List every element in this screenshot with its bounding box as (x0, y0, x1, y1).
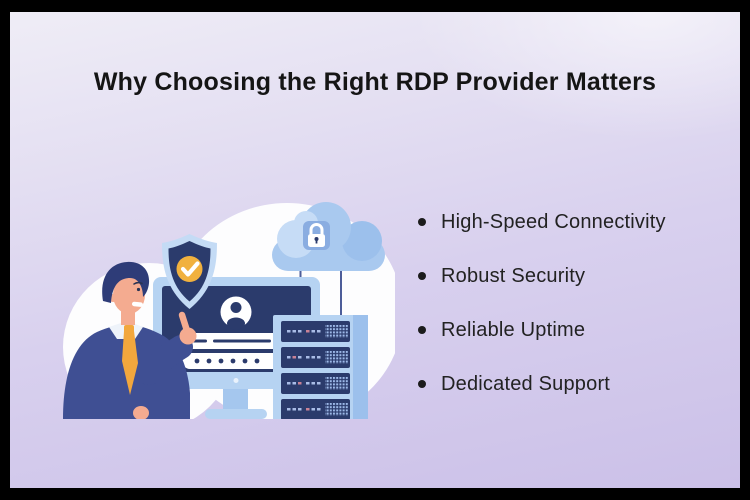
list-item: Dedicated Support (415, 357, 666, 411)
padlock-icon (308, 223, 325, 247)
eyebrow (133, 281, 143, 285)
cloud-lock-icon (272, 202, 385, 271)
monitor-base (205, 409, 267, 419)
benefit-label: Reliable Uptime (441, 318, 586, 341)
monitor-stand (223, 389, 248, 411)
password-field (182, 353, 290, 369)
bullet-dot (418, 380, 426, 388)
list-item: High-Speed Connectivity (415, 195, 666, 249)
hair (102, 261, 150, 303)
benefit-label: Robust Security (441, 264, 586, 287)
rdp-illustration (45, 165, 403, 431)
server-unit (281, 321, 350, 342)
monitor-chin-dot (233, 378, 239, 383)
check-icon (180, 261, 200, 277)
shield-check-icon (162, 234, 217, 309)
pointing-arm (137, 311, 197, 385)
username-field (182, 333, 290, 349)
user-avatar-icon (220, 296, 252, 330)
eye (136, 287, 141, 292)
left-hand (133, 406, 149, 420)
benefit-label: High-Speed Connectivity (441, 210, 666, 233)
server-unit (281, 399, 350, 420)
index-finger (178, 311, 193, 341)
benefits-list: High-Speed Connectivity Robust Security … (415, 195, 666, 411)
illustration-svg (63, 202, 403, 431)
necktie (122, 325, 138, 395)
list-item: Reliable Uptime (415, 303, 666, 357)
head (102, 261, 150, 314)
bullet-dot (418, 218, 426, 226)
bullet-dot (418, 272, 426, 280)
list-item: Robust Security (415, 249, 666, 303)
page-title: Why Choosing the Right RDP Provider Matt… (93, 68, 657, 96)
person-illustration (63, 261, 197, 420)
server-rack-icon (273, 315, 368, 421)
benefit-label: Dedicated Support (441, 372, 611, 395)
smile (131, 301, 143, 307)
server-unit (281, 373, 350, 394)
bullet-dot (418, 326, 426, 334)
server-unit (281, 347, 350, 368)
